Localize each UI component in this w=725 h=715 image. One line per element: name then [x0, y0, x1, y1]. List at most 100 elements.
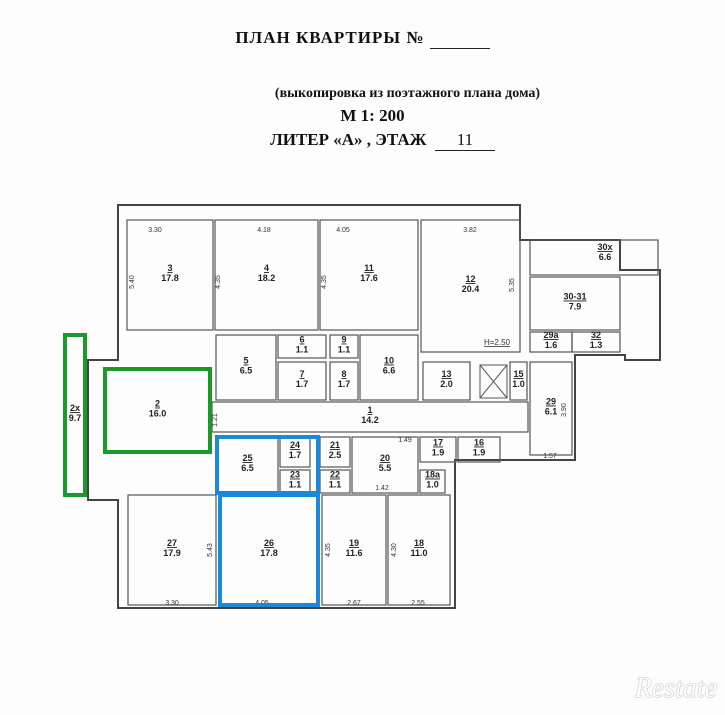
dimension-label: 5.35: [509, 278, 516, 292]
room-area: 2.5: [329, 450, 342, 460]
room-area: 17.8: [260, 548, 278, 558]
room-outline: [215, 334, 277, 401]
room-outline: [387, 494, 451, 606]
room-outline: [419, 436, 457, 463]
dimension-label: 3.30: [165, 600, 179, 607]
dimension-label: 3.30: [148, 227, 162, 234]
room-number: 2х: [70, 403, 80, 413]
room-4: 418.2: [214, 219, 319, 331]
room-8: 81.7: [329, 361, 359, 401]
room-2х: 2х9.7: [64, 334, 86, 496]
room-7: 71.7: [277, 361, 327, 401]
room-outline: [420, 219, 521, 353]
room-area: 6.5: [240, 366, 253, 376]
room-number: 8: [341, 369, 346, 379]
room-number: 22: [330, 470, 340, 480]
room-16: 161.9: [457, 436, 501, 463]
room-number: 10: [384, 356, 394, 366]
room-number: 7: [299, 369, 304, 379]
apartment-number-blank: [429, 28, 490, 49]
room-area: 1.6: [545, 340, 558, 350]
room-area: 9.7: [69, 413, 82, 423]
room-13: 132.0: [422, 361, 471, 401]
floor-number: 11: [434, 130, 495, 151]
room-outline: [571, 331, 621, 353]
room-number: 15: [513, 369, 523, 379]
room-number: 16: [474, 438, 484, 448]
dimension-label: 4.18: [257, 227, 271, 234]
dimension-label: 1.21: [212, 413, 219, 427]
room-outline: [351, 436, 419, 494]
room-21: 212.5: [319, 436, 351, 468]
liter-label: ЛИТЕР «А» , ЭТАЖ: [270, 130, 427, 149]
dimension-label: 4.35: [215, 275, 222, 289]
room-area: 1.3: [590, 340, 603, 350]
room-outline: [329, 334, 359, 359]
room-outline: [329, 361, 359, 401]
plan-subtitle: (выкопировка из поэтажного плана дома): [274, 86, 541, 101]
room-2: 216.0: [104, 368, 211, 453]
room-number: 21: [330, 440, 340, 450]
plan-scale: М 1: 200: [340, 106, 405, 125]
dimension-label: 1.42: [375, 485, 389, 492]
room-outline: [126, 219, 214, 331]
highlight-room-2x: [63, 333, 87, 497]
room-outline: [529, 361, 573, 456]
room-32: 321.3: [571, 330, 621, 353]
room-outline: [422, 361, 471, 401]
room-22: 221.1: [319, 469, 351, 494]
dimension-label: 5.43: [207, 543, 214, 557]
dimension-label: 3.90: [561, 403, 568, 417]
room-30-31: 30-317.9: [529, 276, 621, 331]
room-number: 2: [155, 399, 160, 409]
dimension-label: 4.35: [321, 275, 328, 289]
room-area: 1.1: [338, 345, 351, 355]
room-20: 205.5: [351, 436, 419, 494]
room-number: 30х: [597, 242, 612, 252]
elevator-shaft-icon: [479, 364, 508, 399]
room-outline: [319, 219, 419, 331]
highlight-room-26: [218, 493, 320, 607]
dimension-label: 1.57: [543, 453, 557, 460]
room-9: 91.1: [329, 334, 359, 359]
room-24: 241.7: [279, 436, 311, 468]
room-area: 14.2: [361, 415, 379, 425]
room-area: 17.9: [163, 548, 181, 558]
room-10: 106.6: [359, 334, 419, 401]
room-area: 1.1: [289, 480, 302, 490]
room-number: 27: [167, 538, 177, 548]
room-number: 6: [299, 335, 304, 345]
room-number: 12: [465, 274, 475, 284]
ceiling-height: H=2.50: [484, 338, 511, 347]
watermark-logo: Restate: [634, 673, 717, 704]
room-area: 7.9: [569, 302, 582, 312]
room-number: 32: [591, 330, 601, 340]
room-outline: [277, 361, 327, 401]
room-outline: [359, 334, 419, 401]
room-number: 13: [441, 369, 451, 379]
room-outline: [127, 494, 217, 606]
room-number: 17: [433, 438, 443, 448]
room-number: 18: [414, 538, 424, 548]
room-number: 24: [290, 440, 300, 450]
room-number: 29а: [543, 330, 559, 340]
room-area: 18.2: [258, 273, 276, 283]
room-area: 16.0: [149, 409, 167, 419]
room-number: 26: [264, 538, 274, 548]
room-15: 151.0: [509, 361, 528, 401]
room-area: 6.1: [545, 407, 558, 417]
room-1: 114.2: [211, 401, 529, 433]
room-number: 29: [546, 397, 556, 407]
liter-floor: ЛИТЕР «А» , ЭТАЖ 11: [20, 130, 725, 151]
dimension-label: 4.30: [391, 543, 398, 557]
room-area: 1.7: [289, 450, 302, 460]
room-25: 256.5: [216, 436, 279, 494]
room-5: 56.5: [215, 334, 277, 401]
